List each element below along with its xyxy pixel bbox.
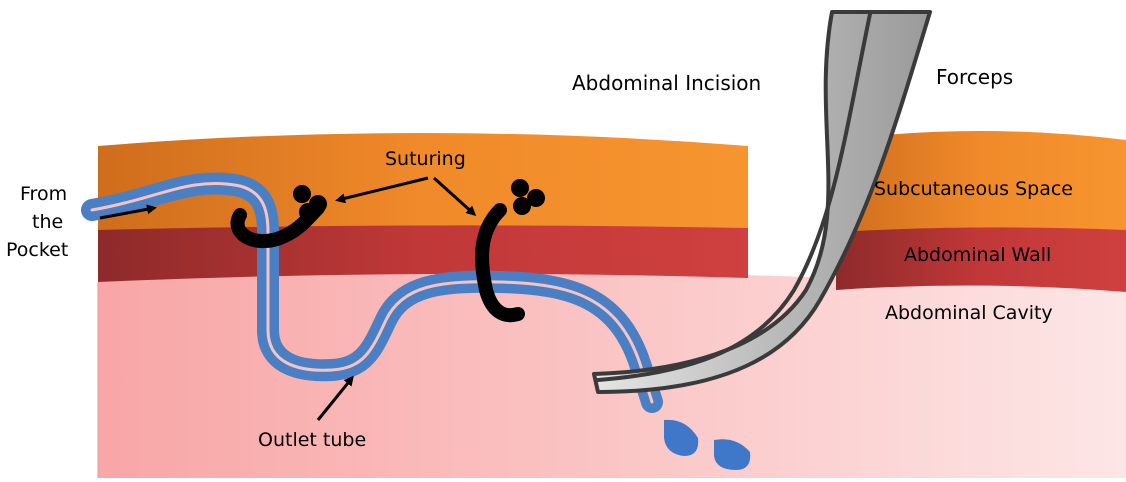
- from-the-pocket-label-line-1: From: [20, 183, 67, 205]
- from-the-pocket-label-line-3: Pocket: [6, 239, 68, 261]
- suturing-label: Suturing: [385, 148, 466, 170]
- forceps-label: Forceps: [936, 65, 1013, 89]
- from-the-pocket-label-line-2: the: [32, 211, 63, 233]
- subcutaneous-space-label: Subcutaneous Space: [874, 178, 1073, 200]
- abdominal-incision-label: Abdominal Incision: [572, 71, 761, 95]
- abdominal-wall-layer-left: [98, 224, 748, 282]
- outlet-tube-label: Outlet tube: [258, 429, 366, 451]
- abdominal-cavity-label: Abdominal Cavity: [885, 302, 1053, 324]
- abdominal-wall-label: Abdominal Wall: [904, 244, 1051, 266]
